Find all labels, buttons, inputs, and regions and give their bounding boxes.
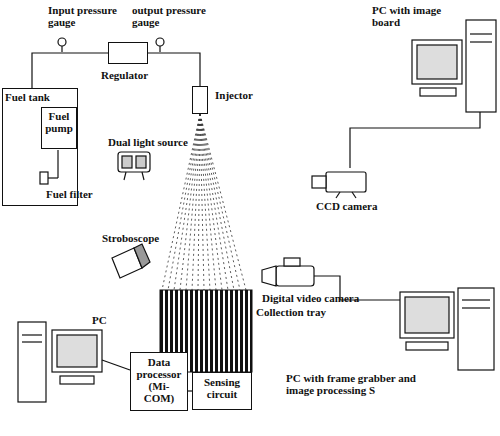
part-label: PC xyxy=(92,314,122,326)
part-label: Fuel filter xyxy=(46,188,116,200)
ccd-camera xyxy=(312,172,366,198)
part-label: Digital video camera xyxy=(262,292,392,304)
part-label: CCD camera xyxy=(316,200,406,212)
node-label: Sensing circuit xyxy=(196,376,248,400)
light-source xyxy=(118,152,150,180)
data-processor: Data processor (Mi-COM) xyxy=(130,352,188,411)
part-label: PC with image board xyxy=(372,4,456,28)
sensing-circuit: Sensing circuit xyxy=(192,372,252,410)
fuel-filter xyxy=(40,150,58,184)
regulator: Regulator xyxy=(108,42,148,64)
part-label: output pressure gauge xyxy=(132,4,232,28)
node-label: Injector xyxy=(215,89,253,101)
pc xyxy=(18,322,130,402)
node-label: Regulator xyxy=(101,69,148,81)
fuel-pump: Fuel pump xyxy=(41,107,77,149)
part-label: Collection tray xyxy=(256,306,356,318)
node-label: Data processor (Mi-COM) xyxy=(134,356,184,404)
pc xyxy=(350,20,496,168)
part-label: Dual light source xyxy=(108,136,218,148)
node-label: Fuel pump xyxy=(44,110,74,134)
part-label: Stroboscope xyxy=(102,232,182,244)
injector: Injector xyxy=(192,86,208,114)
part-label: PC with frame grabber and image processi… xyxy=(286,372,422,396)
fuel-line xyxy=(148,53,200,86)
pressure-gauge xyxy=(58,38,164,52)
stroboscope xyxy=(112,244,150,278)
part-label: Input pressure gauge xyxy=(48,4,128,28)
node-label: Fuel tank xyxy=(5,91,75,103)
fuel-line xyxy=(32,53,108,88)
pc xyxy=(400,288,494,370)
